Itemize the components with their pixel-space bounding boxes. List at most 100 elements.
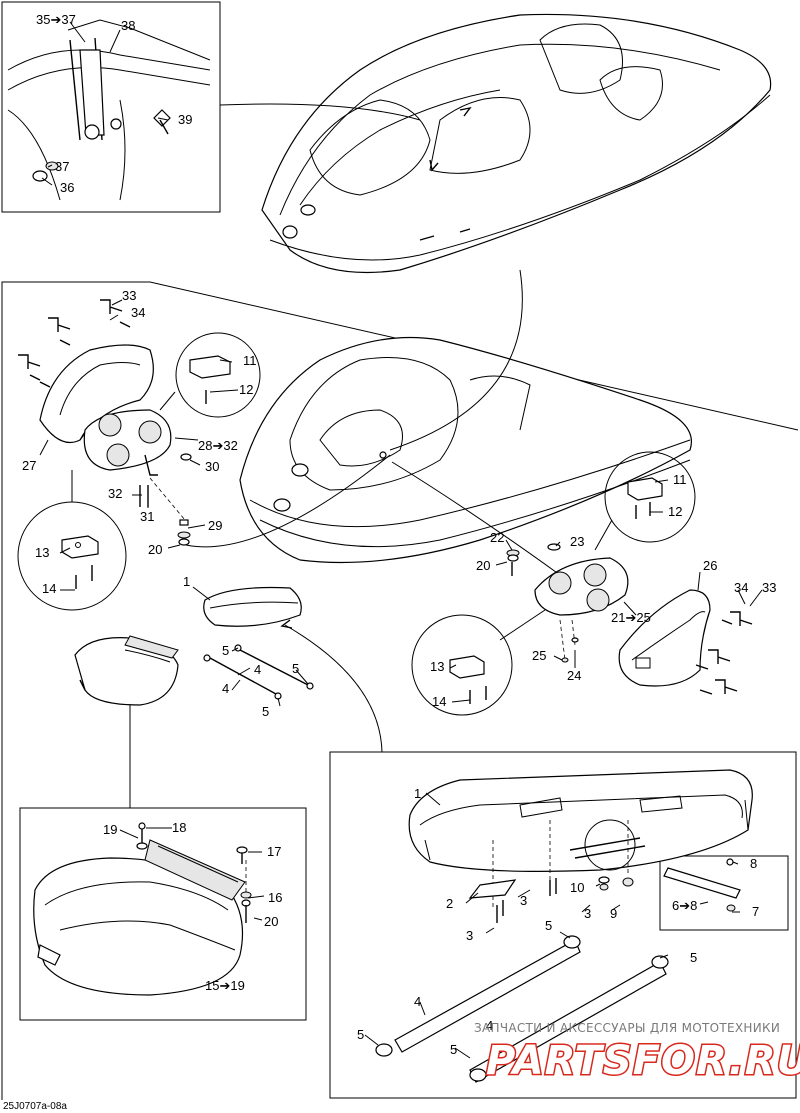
callout-5-g: 5 [450,1042,457,1057]
arrow-icon [459,106,472,117]
inset-box-cushion-1 [329,751,797,1099]
callout-12-top: 12 [239,382,253,397]
inset-box-bracket-6 [659,855,789,931]
callout-33-left: 33 [122,288,136,303]
callout-36: 36 [60,180,74,195]
circle-inset-13-right [411,614,513,716]
callout-10: 10 [570,880,584,895]
windshield-detail [7,19,211,201]
arrow-icon [280,619,293,629]
rods-4-large [375,935,669,1083]
callout-34-left: 34 [131,305,145,320]
callout-14-right: 14 [432,694,446,709]
callout-24: 24 [567,668,581,683]
callout-4-a: 4 [254,662,261,677]
bracket-11-top [189,355,231,404]
callout-13-left: 13 [35,545,49,560]
callout-5-d: 5 [545,918,552,933]
leader-bolt-20 [185,454,391,548]
callout-11-top: 11 [243,353,257,368]
callout-38: 38 [121,18,135,33]
callout-30: 30 [205,459,219,474]
callout-22: 22 [490,530,504,545]
circle-inset-11-top [175,332,261,418]
callout-4-d: 4 [486,1018,493,1033]
callout-7: 7 [752,904,759,919]
callout-23: 23 [570,534,584,549]
callout-18: 18 [172,820,186,835]
watermark-logo: PARTSFOR.RU [486,1038,800,1084]
callout-20-left: 20 [148,542,162,557]
arrow-icon [429,159,439,172]
callout-4-b: 4 [222,681,229,696]
callout-15-19: 15➔19 [205,978,245,993]
leader-bracket-right [391,461,561,576]
bracket-13-right [449,655,487,704]
callout-11-right: 11 [673,472,687,487]
callout-13-right: 13 [430,659,444,674]
callout-3-b: 3 [466,928,473,943]
inset-box-windshield [1,1,221,213]
cushion-15 [33,839,246,996]
callout-17: 17 [267,844,281,859]
arrow-icons [280,106,472,629]
rods-4-middle [203,644,314,700]
boat-middle [239,336,692,564]
inset-box-cushion-15 [19,807,307,1021]
cushion-1-large [408,769,753,872]
bracket-13-left [61,535,99,589]
callout-12-right: 12 [668,504,682,519]
backrest-right [618,589,711,687]
callout-20-inset: 20 [264,914,278,929]
callout-leaders [39,21,763,1059]
callout-21-25: 21➔25 [611,610,651,625]
cushion-1-hardware [468,820,741,923]
callout-19: 19 [103,822,117,837]
callout-5-f: 5 [357,1027,364,1042]
bracket-11-right [627,477,663,519]
callout-29: 29 [208,518,222,533]
callout-25: 25 [532,648,546,663]
callout-5-a: 5 [222,643,229,658]
cushion-15-hardware [136,822,252,923]
diagram-code: 25J0707a-08a [3,1101,67,1112]
callout-26: 26 [703,558,717,573]
callout-31: 31 [140,509,154,524]
callout-27: 27 [22,458,36,473]
callout-14-left: 14 [42,581,56,596]
bracket-left [83,409,192,476]
leader-cushion-1 [284,624,383,753]
boat-upper [261,13,772,274]
circle-inset-11-right [604,451,696,543]
callout-5-c: 5 [262,704,269,719]
callout-34-right: 34 [734,580,748,595]
callout-37-small: 37 [55,159,69,174]
callout-5-e: 5 [690,950,697,965]
cushion-lower-left [74,635,179,706]
leader-windshield [219,103,421,121]
clip-hardware-left [18,299,131,388]
callout-28-32: 28➔32 [198,438,238,453]
callout-labels: 35➔37 38 39 37 36 33 34 11 12 28➔32 30 2… [22,12,776,1057]
callout-8: 8 [750,856,757,871]
watermark-caption: ЗАПЧАСТИ И АКСЕССУАРЫ ДЛЯ МОТОТЕХНИКИ [474,1021,780,1035]
callout-39: 39 [178,112,192,127]
callout-1-small: 1 [183,574,190,589]
callout-9: 9 [610,906,617,921]
leader-boat-link [389,269,523,451]
callout-5-b: 5 [292,661,299,676]
hardware-stack-29 [139,477,191,546]
callout-2: 2 [446,896,453,911]
callout-33-right: 33 [762,580,776,595]
callout-32: 32 [108,486,122,501]
callout-20-right: 20 [476,558,490,573]
callout-3-a: 3 [520,893,527,908]
callout-4-c: 4 [414,994,421,1009]
cushion-1-small [203,586,302,627]
callout-3-c: 3 [584,906,591,921]
bracket-right [506,543,629,663]
callout-1-large: 1 [414,786,421,801]
callout-35-37: 35➔37 [36,12,76,27]
clip-hardware-right [695,611,753,695]
